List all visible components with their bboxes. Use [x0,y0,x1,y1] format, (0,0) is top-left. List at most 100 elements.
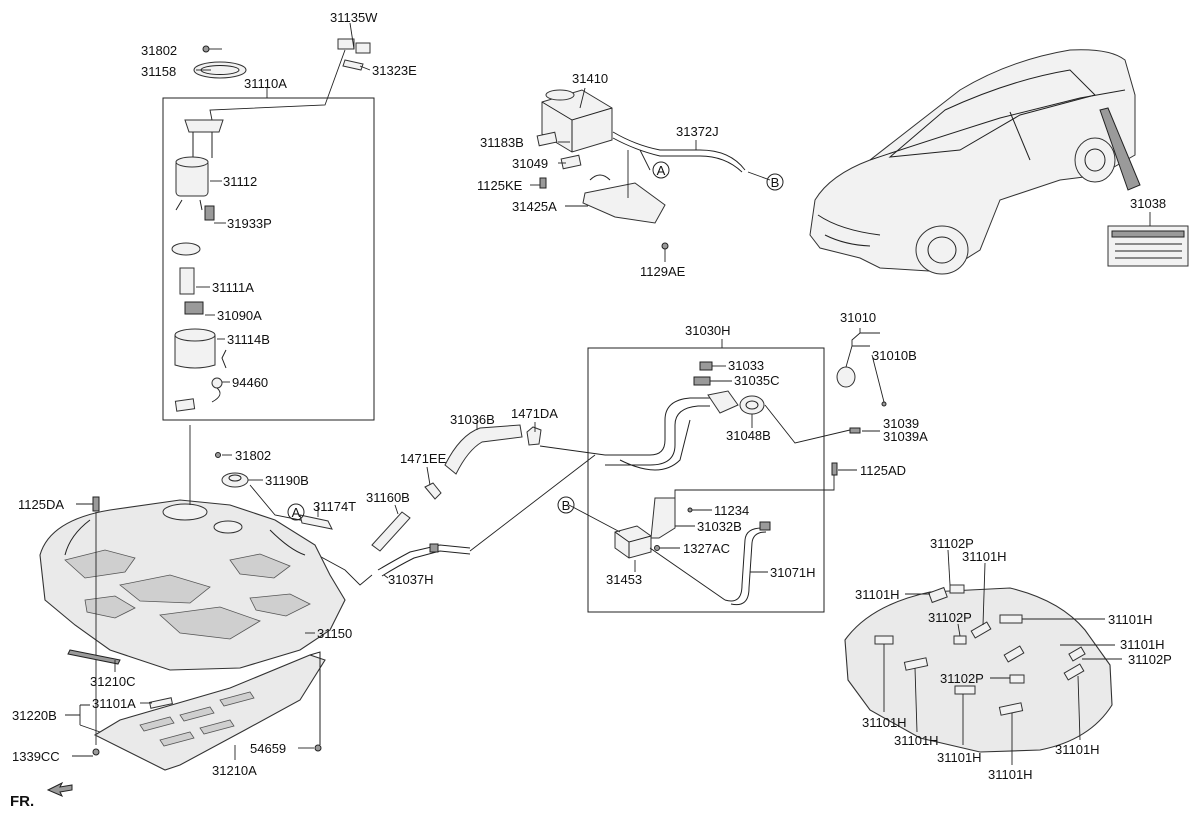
bolt-1125DA-part [92,496,100,512]
label-31425A: 31425A [512,199,557,214]
label-11234: 11234 [714,503,749,518]
label-31135W: 31135W [330,10,378,25]
pad-b [949,584,965,594]
label-31033: 31033 [728,358,764,373]
label-1129AE: 1129AE [640,264,686,279]
label-31010: 31010 [840,310,876,325]
fuel-pump-module-group [162,22,375,421]
label-31112: 31112 [223,174,257,189]
callout-a-tank [287,503,305,521]
label-54659: 54659 [250,741,286,756]
pump-flange-part [184,119,224,133]
label-31048B: 31048B [726,428,771,443]
label-31802-top: 31802 [141,43,177,58]
fuel-door-arrow [1099,107,1141,191]
label-1339CC: 1339CC [12,749,60,764]
callout-b-filter [557,496,575,514]
pad-a [928,586,948,604]
fuel-cap-31010B-part [836,366,856,388]
connector-31135W-part [337,38,355,50]
bracket-31174T-part [299,514,333,530]
screw-31802-part [202,45,210,53]
label-31102P-c: 31102P [1128,652,1172,667]
pad-k [1009,674,1025,684]
label-31037H: 31037H [388,572,434,587]
label-31038: 31038 [1130,196,1166,211]
label-31453: 31453 [606,572,642,587]
bolt-1125AD-part [831,462,838,476]
pad-e [953,635,967,645]
label-31101H-g: 31101H [937,750,982,765]
callout-a-canister [652,161,670,179]
pump-motor-31111A-part [179,267,195,295]
label-31323E: 31323E [372,63,417,78]
label-31220B: 31220B [12,708,57,723]
callout-b-filter-text: B [562,498,571,513]
clip-1327AC-part [654,545,660,551]
front-indicator-label: FR. [10,793,34,810]
vehicle-illustration [809,49,1189,275]
hose-clip-part [759,521,771,531]
label-31210A: 31210A [212,763,257,778]
filler-neck-group [568,328,887,613]
gasket-ring-part [739,395,765,415]
label-31160B: 31160B [366,490,410,505]
label-31101H-a: 31101H [962,549,1007,564]
part-labels: 31802 31158 31110A 31135W 31323E 31112 3… [10,10,1172,810]
screw-31802-mid-part [215,452,221,458]
label-31101H-h: 31101H [988,767,1033,782]
bolt-31039-part [849,427,861,434]
label-31114B: 31114B [227,332,270,347]
label-1471DA: 1471DA [511,406,558,421]
hoses-group [311,420,606,586]
pad-31101A-part [149,697,173,709]
label-31183B: 31183B [480,135,524,150]
label-31174T: 31174T [313,499,356,514]
pad-d [970,621,992,639]
label-31101H-c: 31101H [1108,612,1153,627]
canister-group [530,87,771,262]
label-31101H-f: 31101H [894,733,939,748]
label-31049: 31049 [512,156,548,171]
pad-c [999,614,1023,624]
pad-m [998,702,1024,716]
callout-a-canister-text: A [657,163,666,178]
pump-opening [162,503,208,521]
callouts: A B A B [287,161,784,521]
bracket-31425A-part [582,182,666,224]
bracket-31210C-part [67,649,121,665]
clip-31033-part [699,361,713,371]
label-31102P-d: 31102P [940,671,984,686]
pad-l [954,685,976,695]
label-1125AD: 1125AD [860,463,906,478]
label-31090A: 31090A [217,308,262,323]
pad-h [1003,645,1025,663]
clamp-1471DA-part [526,426,542,446]
label-31036B: 31036B [450,412,495,427]
clip-31035C-part [693,376,711,386]
label-31101A: 31101A [92,696,136,711]
label-31032B: 31032B [697,519,742,534]
label-31210C: 31210C [90,674,136,689]
clamp-1471EE-part [424,482,442,500]
label-31010B: 31010B [872,348,917,363]
pipe-31160B-part [371,511,411,552]
label-1471EE: 1471EE [400,451,447,466]
filler-neck-31048B-part [707,390,739,414]
bolt-1339CC-part [92,748,100,756]
label-1125DA: 1125DA [18,497,64,512]
front-arrow-icon [46,781,73,797]
underfloor-panel-part [844,587,1113,753]
rear-wheel [1074,137,1116,183]
pad-g [903,657,929,671]
nut-11234-part [687,507,693,513]
label-1327AC: 1327AC [683,541,730,556]
label-31039A: 31039A [883,429,928,444]
car-windows [888,69,1096,158]
label-31110A: 31110A [244,76,287,91]
label-31035C: 31035C [734,373,780,388]
holder-part [171,242,201,256]
hose-31036B-part [444,424,523,475]
nut-54659-part [314,744,322,752]
